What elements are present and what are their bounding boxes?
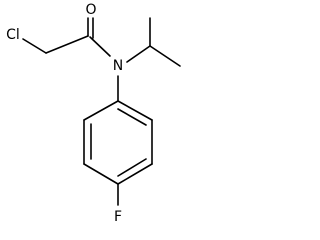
bond-cl-ch2 <box>22 38 47 54</box>
ring-double-bond-2 <box>117 158 147 177</box>
chemical-structure-diagram: Cl O N F <box>6 2 181 225</box>
ring-bond-6 <box>83 100 119 121</box>
atom-label-oxygen: O <box>85 2 96 18</box>
atom-label-fluorine: F <box>114 209 122 225</box>
atom-label-nitrogen: N <box>113 58 123 74</box>
ring-bond-3 <box>117 163 153 185</box>
bond-nitrogen-isopropyl <box>126 45 151 63</box>
bond-carbonyl-nitrogen <box>89 36 111 57</box>
atom-label-chlorine: Cl <box>6 27 20 43</box>
bond-isopropyl-methyl-2 <box>149 45 181 67</box>
bond-ch2-carbonyl <box>45 35 89 54</box>
ring-bond-1 <box>117 100 153 121</box>
ring-bond-4 <box>83 163 119 185</box>
ring-double-bond-1 <box>117 108 147 126</box>
